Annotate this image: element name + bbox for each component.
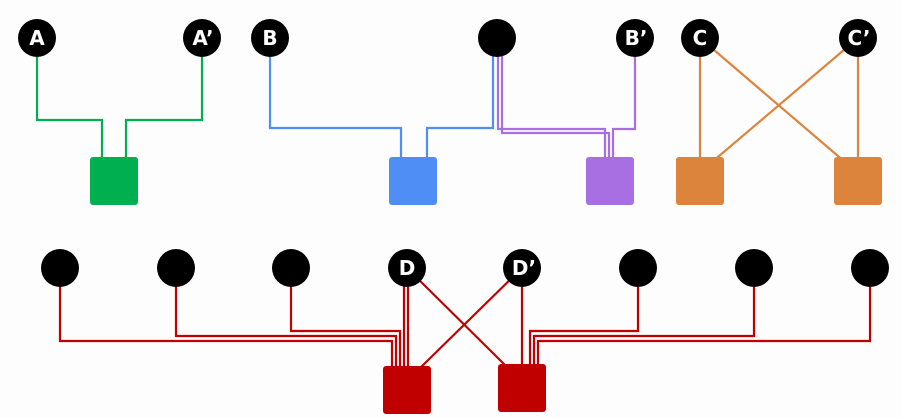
node-a-prime-label: A’	[192, 26, 213, 50]
node-d-label: D	[399, 256, 416, 280]
edge-red-node-2-to-left-red-box	[174, 268, 398, 368]
node-a: A	[18, 19, 56, 57]
right-red-box	[498, 364, 546, 412]
blue-group	[268, 38, 495, 158]
red-node-7	[735, 249, 773, 287]
green-group	[35, 38, 204, 158]
red-node-2	[157, 249, 195, 287]
edge-center-node-to-purple-box-a	[496, 38, 607, 158]
edge-a-prime-to-green-box	[124, 38, 204, 158]
node-b-label: B	[262, 26, 277, 50]
edge-c-to-right-orange-box	[699, 37, 846, 163]
edge-red-node-8-to-right-red-box	[536, 268, 872, 366]
edge-d-to-right-red-box	[406, 267, 511, 371]
left-orange-box	[676, 157, 724, 205]
right-orange-box	[834, 157, 882, 205]
red-node-6	[619, 249, 657, 287]
edge-center-node-to-blue-box	[425, 38, 495, 158]
node-a-prime: A’	[183, 19, 221, 57]
edge-d-prime-to-left-red-box	[417, 267, 523, 371]
edge-b-to-blue-box	[268, 38, 403, 158]
node-c-prime-label: C’	[847, 26, 870, 50]
purple-box	[586, 157, 634, 205]
node-d-prime-label: D’	[512, 256, 536, 280]
edge-red-node-7-to-right-red-box	[532, 268, 756, 366]
red-node-3	[272, 249, 310, 287]
orange-group	[698, 37, 860, 163]
edge-center-node-to-purple-box-b	[500, 38, 611, 158]
red-node-8	[851, 249, 889, 287]
green-box	[90, 157, 138, 205]
edge-c-prime-to-left-orange-box	[711, 37, 859, 163]
edge-b-prime-to-purple-box	[611, 38, 637, 158]
node-a-label: A	[29, 26, 45, 50]
edge-red-node-1-to-left-red-box	[58, 268, 394, 368]
edge-red-node-3-to-left-red-box	[289, 268, 402, 368]
node-b-prime-label: B’	[625, 26, 648, 50]
blue-box	[389, 157, 437, 205]
node-c-label: C	[693, 26, 708, 50]
edge-a-to-green-box	[35, 38, 104, 158]
purple-group	[496, 38, 637, 158]
node-center-unlabeled	[478, 19, 516, 57]
edge-red-node-6-to-right-red-box	[528, 268, 640, 366]
node-d-prime: D’	[503, 249, 541, 287]
node-d: D	[388, 249, 426, 287]
left-red-box	[383, 366, 431, 414]
node-c-prime: C’	[839, 19, 877, 57]
node-c: C	[681, 19, 719, 57]
node-b-prime: B’	[616, 19, 654, 57]
node-b: B	[251, 19, 289, 57]
red-node-1	[41, 249, 79, 287]
